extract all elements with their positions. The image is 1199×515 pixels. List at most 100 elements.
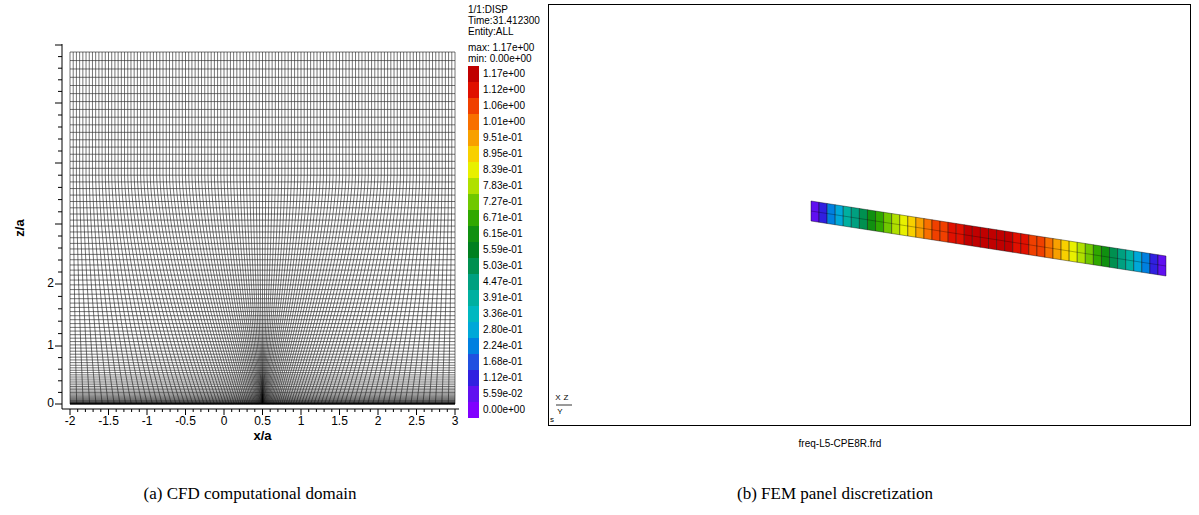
axis-tick <box>58 151 62 152</box>
mesh-line <box>70 403 455 404</box>
mesh-line <box>70 400 455 401</box>
figure-label: Time:31.412300 <box>468 15 540 26</box>
colorbar-entry: 8.95e-01 <box>468 146 522 162</box>
colorbar-value: 2.24e-01 <box>483 341 522 351</box>
colorbar-entry: 5.59e-02 <box>468 386 522 402</box>
axis-tick <box>55 163 62 164</box>
axis-tick <box>277 409 278 412</box>
axis-tick <box>185 409 186 415</box>
colorbar-entry: 1.68e-01 <box>468 354 522 370</box>
colorbar-swatch <box>468 386 479 402</box>
triad-line <box>556 405 572 406</box>
figure-label: x/a <box>253 429 271 443</box>
mesh-line <box>70 334 455 335</box>
axis-tick <box>401 409 402 412</box>
colorbar-swatch <box>468 66 479 82</box>
figure-label: 2.5 <box>408 415 425 428</box>
mesh-line <box>70 402 455 403</box>
fem-panel <box>811 201 1166 276</box>
axis-tick <box>123 409 124 412</box>
mesh-line <box>70 214 455 215</box>
axis-tick <box>362 409 363 412</box>
mesh-line <box>70 175 455 176</box>
colorbar-value: 2.80e-01 <box>483 325 522 335</box>
axis-tick <box>58 139 62 140</box>
mesh-line <box>70 351 455 352</box>
colorbar-entry: 5.03e-01 <box>468 258 522 274</box>
mesh-line <box>70 392 455 393</box>
axis-tick <box>301 409 302 415</box>
mesh-line <box>70 377 455 378</box>
axis-tick <box>447 409 448 412</box>
axis-tick <box>254 409 255 412</box>
axis-tick <box>354 409 355 412</box>
colorbar-swatch <box>468 130 479 146</box>
axis-tick <box>55 284 62 285</box>
mesh-line <box>70 362 455 363</box>
axis-tick <box>58 260 62 261</box>
colorbar-value: 7.27e-01 <box>483 197 522 207</box>
colorbar-value: 5.59e-02 <box>483 389 522 399</box>
figure-label: 2 <box>47 277 54 290</box>
axis-tick <box>216 409 217 412</box>
mesh-line <box>70 284 455 285</box>
figure-label: 0.5 <box>254 415 271 428</box>
colorbar-swatch <box>468 82 479 98</box>
axis-tick <box>193 409 194 412</box>
colorbar-swatch <box>468 402 479 418</box>
colorbar-swatch <box>468 98 479 114</box>
mesh-line <box>70 226 455 227</box>
mesh-line <box>70 403 455 404</box>
mesh-line <box>70 396 455 397</box>
figure-label: -2 <box>65 415 76 428</box>
mesh-line <box>70 319 455 320</box>
colorbar-swatch <box>468 338 479 354</box>
axis-tick <box>239 409 240 412</box>
mesh-line <box>70 399 455 400</box>
mesh-line <box>70 188 455 189</box>
colorbar-value: 1.01e+00 <box>483 117 525 127</box>
mesh-line <box>70 132 455 133</box>
colorbar-entry: 9.51e-01 <box>468 130 522 146</box>
mesh-line <box>70 365 455 366</box>
colorbar-swatch <box>468 226 479 242</box>
mesh-line <box>70 389 455 390</box>
colorbar-entry: 2.24e-01 <box>468 338 522 354</box>
mesh-line <box>70 327 455 328</box>
axis-tick <box>200 409 201 412</box>
colorbar-swatch <box>468 242 479 258</box>
mesh-line <box>70 381 455 382</box>
mesh-line <box>70 264 455 265</box>
mesh-line <box>70 388 455 389</box>
fem-element-edge <box>811 211 1166 266</box>
colorbar-entry: 0.00e+00 <box>468 402 525 418</box>
colorbar-swatch <box>468 210 479 226</box>
axis-tick <box>108 409 109 415</box>
mesh-line <box>70 323 455 324</box>
mesh-line <box>70 338 455 339</box>
mesh-line <box>70 298 455 299</box>
axis-tick <box>58 115 62 116</box>
axis-tick <box>93 409 94 412</box>
mesh-line <box>70 403 455 404</box>
mesh-line <box>70 370 455 371</box>
mesh-line <box>70 77 455 78</box>
mesh-line <box>70 231 455 232</box>
colorbar-entry: 6.71e-01 <box>468 210 522 226</box>
axis-tick <box>58 187 62 188</box>
axis-tick <box>58 175 62 176</box>
mesh-line <box>70 220 455 221</box>
colorbar-entry: 3.36e-01 <box>468 306 522 322</box>
axis-tick <box>58 211 62 212</box>
axis-tick <box>58 392 62 393</box>
axis-tick <box>55 404 62 405</box>
mesh-line <box>70 311 455 312</box>
axis-tick <box>393 409 394 412</box>
colorbar-entry: 1.06e+00 <box>468 98 525 114</box>
axis-tick <box>408 409 409 412</box>
axis-tick <box>58 199 62 200</box>
axis-tick <box>324 409 325 412</box>
viewer-frame <box>549 5 1191 426</box>
axis-tick <box>262 409 263 415</box>
